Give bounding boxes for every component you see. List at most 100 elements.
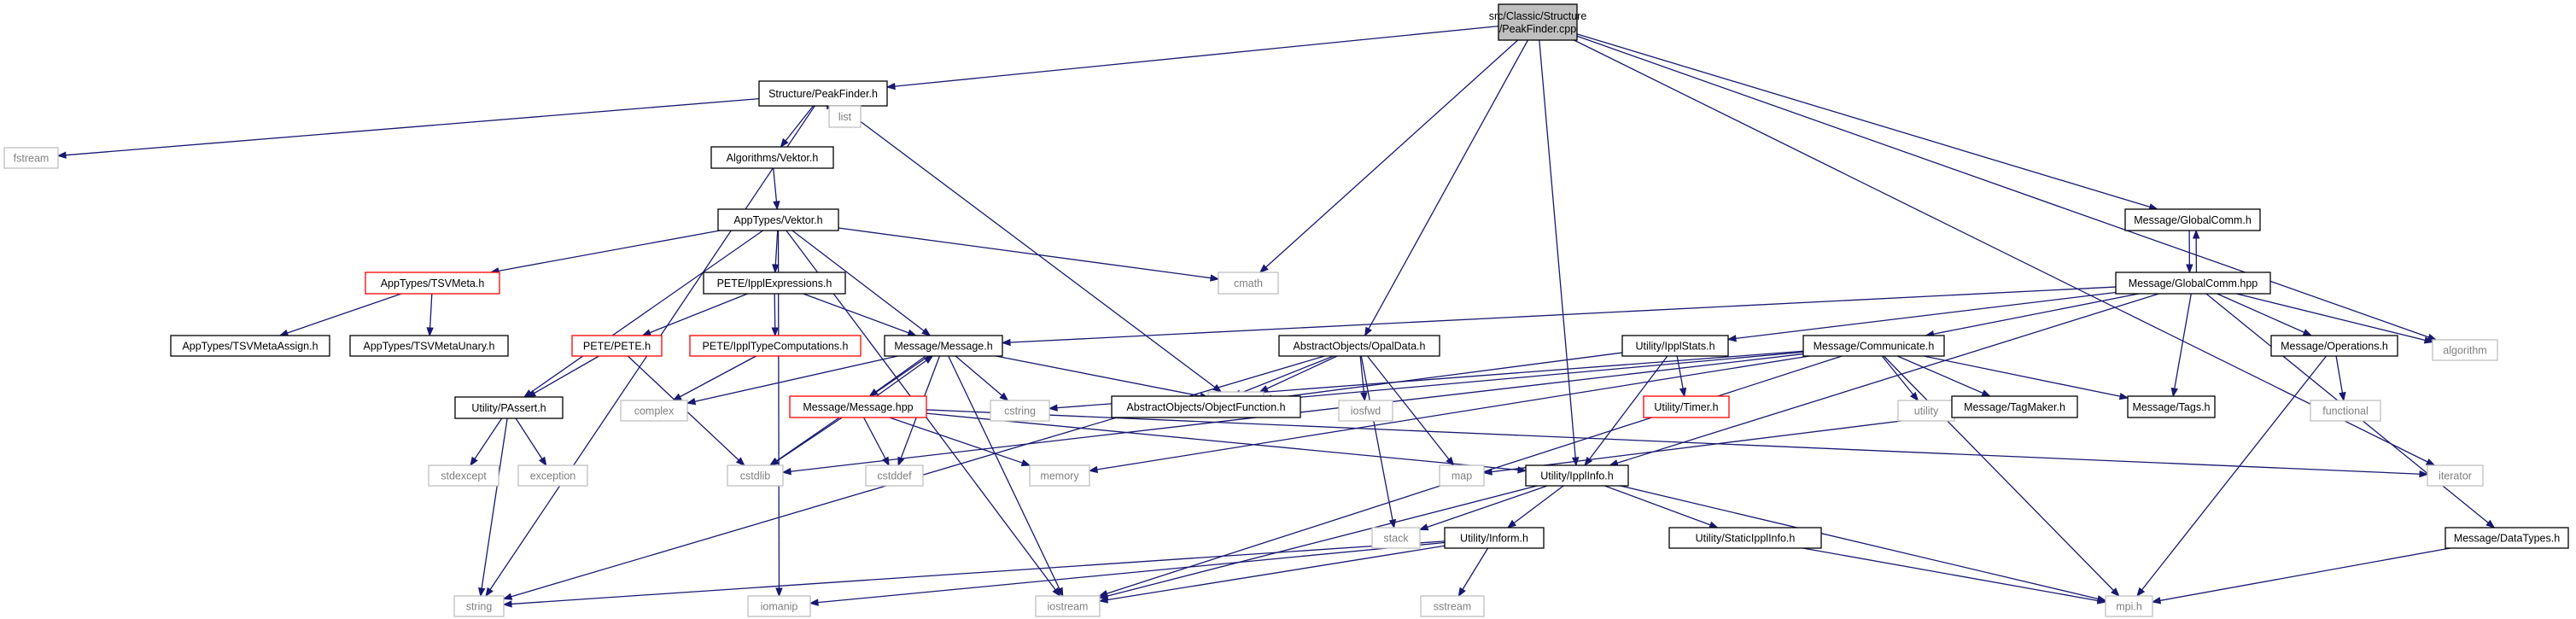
node-box (865, 464, 924, 487)
node-box (170, 335, 330, 357)
node-box (517, 464, 588, 487)
arrowhead-communicate-to-utility (1910, 391, 1919, 402)
arrowhead-communicate-to-cstring (1048, 404, 1058, 412)
node-box (689, 335, 862, 357)
node-box (789, 395, 927, 418)
edge-app_vektor-to-cmath (838, 227, 1219, 280)
arrowhead-inform-to-iostream (1098, 596, 1109, 604)
node-app_vektor[interactable]: AppTypes/Vektor.h (717, 208, 839, 231)
edge-ipplinfo-to-iostream (1099, 485, 1538, 599)
node-opaldata[interactable]: AbstractObjects/OpalData.h (1278, 335, 1440, 357)
node-algo_vektor[interactable]: Algorithms/Vektor.h (710, 146, 834, 169)
node-root[interactable]: src/Classic/Structure/PeakFinder.cpp (1489, 3, 1587, 41)
node-tsvmeta_assign[interactable]: AppTypes/TSVMetaAssign.h (170, 335, 330, 357)
edge-passert-to-string (480, 418, 508, 597)
arrowhead-message_h-to-complex (686, 398, 697, 406)
node-timer[interactable]: Utility/Timer.h (1643, 395, 1730, 418)
node-label: /PeakFinder.cpp (1499, 23, 1576, 35)
edge-ipplstats-to-ipplinfo (1584, 355, 1668, 466)
node-label: Algorithms/Vektor.h (727, 152, 819, 164)
node-box (3, 147, 59, 169)
edge-passert-to-exception (515, 418, 547, 466)
arrowhead-inform-to-string (502, 600, 512, 608)
node-box (1371, 527, 1421, 549)
node-tagmaker[interactable]: Message/TagMaker.h (1951, 395, 2078, 418)
node-label: PETE/IpplTypeComputations.h (703, 341, 849, 353)
node-label: iterator (2439, 470, 2472, 482)
node-globalcomm_hpp[interactable]: Message/GlobalComm.hpp (2115, 272, 2271, 295)
node-inform[interactable]: Utility/Inform.h (1444, 527, 1545, 549)
node-label: Utility/Inform.h (1460, 533, 1528, 545)
edge-staticipplinfo-to-mpi (1802, 547, 2106, 603)
edge-message_hpp-to-ipplinfo (926, 412, 1527, 471)
node-peakfinder_h[interactable]: Structure/PeakFinder.h (758, 80, 888, 107)
edge-globalcomm_hpp-to-communicate (1925, 293, 2140, 336)
node-label: Message/Communicate.h (1814, 341, 1935, 353)
node-ippl_expr[interactable]: PETE/IpplExpressions.h (703, 272, 846, 295)
arrowhead-message_h-to-cstring (999, 392, 1009, 401)
node-box (454, 396, 564, 419)
edge-opaldata-to-map (1366, 355, 1455, 466)
arrowhead-root-to-algorithm (2427, 333, 2438, 341)
node-ipplinfo[interactable]: Utility/IpplInfo.h (1525, 464, 1629, 487)
node-passert[interactable]: Utility/PAssert.h (454, 396, 564, 419)
edge-message_h-to-cstring (955, 355, 1008, 401)
edge-message_h-to-iostream (948, 355, 1064, 597)
node-tsvmeta_unary[interactable]: AppTypes/TSVMetaUnary.h (349, 335, 509, 357)
edge-communicate-to-mpi (1883, 355, 2120, 597)
node-ippl_type_comp[interactable]: PETE/IpplTypeComputations.h (689, 335, 862, 357)
node-tags[interactable]: Message/Tags.h (2127, 395, 2216, 418)
edge-ipplinfo-to-mpi (1620, 485, 2106, 602)
node-pete[interactable]: PETE/PETE.h (571, 335, 663, 357)
node-label: Utility/PAssert.h (471, 402, 546, 414)
node-message_hpp[interactable]: Message/Message.hpp (789, 395, 927, 418)
node-globalcomm_h[interactable]: Message/GlobalComm.h (2124, 208, 2261, 231)
arrowhead-root-to-peakfinder_h (885, 82, 896, 91)
node-ipplstats[interactable]: Utility/IpplStats.h (1621, 335, 1729, 357)
node-exception: exception (517, 464, 588, 487)
node-label: memory (1040, 470, 1079, 482)
node-box (2270, 335, 2398, 357)
node-box (428, 464, 499, 487)
arrowhead-inform-to-sstream (1457, 587, 1466, 598)
edge-globalcomm_hpp-to-message_h (1002, 286, 2117, 344)
node-label: Utility/IpplStats.h (1635, 341, 1714, 353)
arrowhead-ippl_expr-to-pete (641, 329, 652, 336)
node-box (1668, 527, 1822, 549)
node-box (1218, 272, 1279, 295)
node-stack: stack (1371, 527, 1421, 549)
node-label: Message/GlobalComm.hpp (2129, 277, 2258, 289)
node-operations[interactable]: Message/Operations.h (2270, 335, 2398, 357)
node-label: AppTypes/TSVMeta.h (381, 277, 485, 289)
node-box (1439, 464, 1485, 487)
edge-passert-to-stdexcept (470, 418, 503, 466)
node-staticipplinfo[interactable]: Utility/StaticIpplInfo.h (1668, 527, 1822, 549)
node-tsvmeta[interactable]: AppTypes/TSVMeta.h (365, 272, 500, 295)
edge-ippl_expr-to-pete (642, 293, 748, 336)
node-message_h[interactable]: Message/Message.h (884, 335, 1003, 357)
node-label: fstream (14, 153, 50, 165)
node-datatypes[interactable]: Message/DataTypes.h (2445, 527, 2569, 549)
arrowhead-app_vektor-to-iomanip (775, 587, 783, 598)
arrowhead-message_hpp-to-cstddef (881, 456, 890, 467)
edge-app_vektor-to-message_h (791, 230, 931, 336)
node-cmath: cmath (1218, 272, 1279, 295)
arrowhead-tagmaker-to-map (1482, 468, 1492, 476)
node-box (2105, 595, 2153, 617)
node-communicate[interactable]: Message/Communicate.h (1802, 335, 1945, 357)
edge-peakfinder_h-to-algo_vektor (780, 105, 815, 148)
node-label: AppTypes/Vektor.h (733, 214, 822, 226)
node-label: AppTypes/TSVMetaUnary.h (363, 341, 494, 353)
arrowhead-passert-to-string (478, 587, 486, 598)
arrowhead-communicate-to-mpi (2111, 587, 2120, 597)
node-iostream: iostream (1035, 595, 1101, 617)
arrowhead-staticipplinfo-to-mpi (2096, 597, 2107, 604)
arrowhead-pete-to-passert (526, 389, 537, 398)
node-label: cstddef (877, 470, 912, 482)
arrowhead-datatypes-to-mpi (2151, 597, 2162, 604)
node-objectfunction[interactable]: AbstractObjects/ObjectFunction.h (1111, 395, 1301, 418)
arrowhead-ippl_expr-to-message_h (907, 329, 917, 336)
arrowhead-peakfinder_h-to-algo_vektor (780, 137, 789, 149)
node-box (2115, 272, 2271, 295)
node-box (717, 208, 839, 231)
